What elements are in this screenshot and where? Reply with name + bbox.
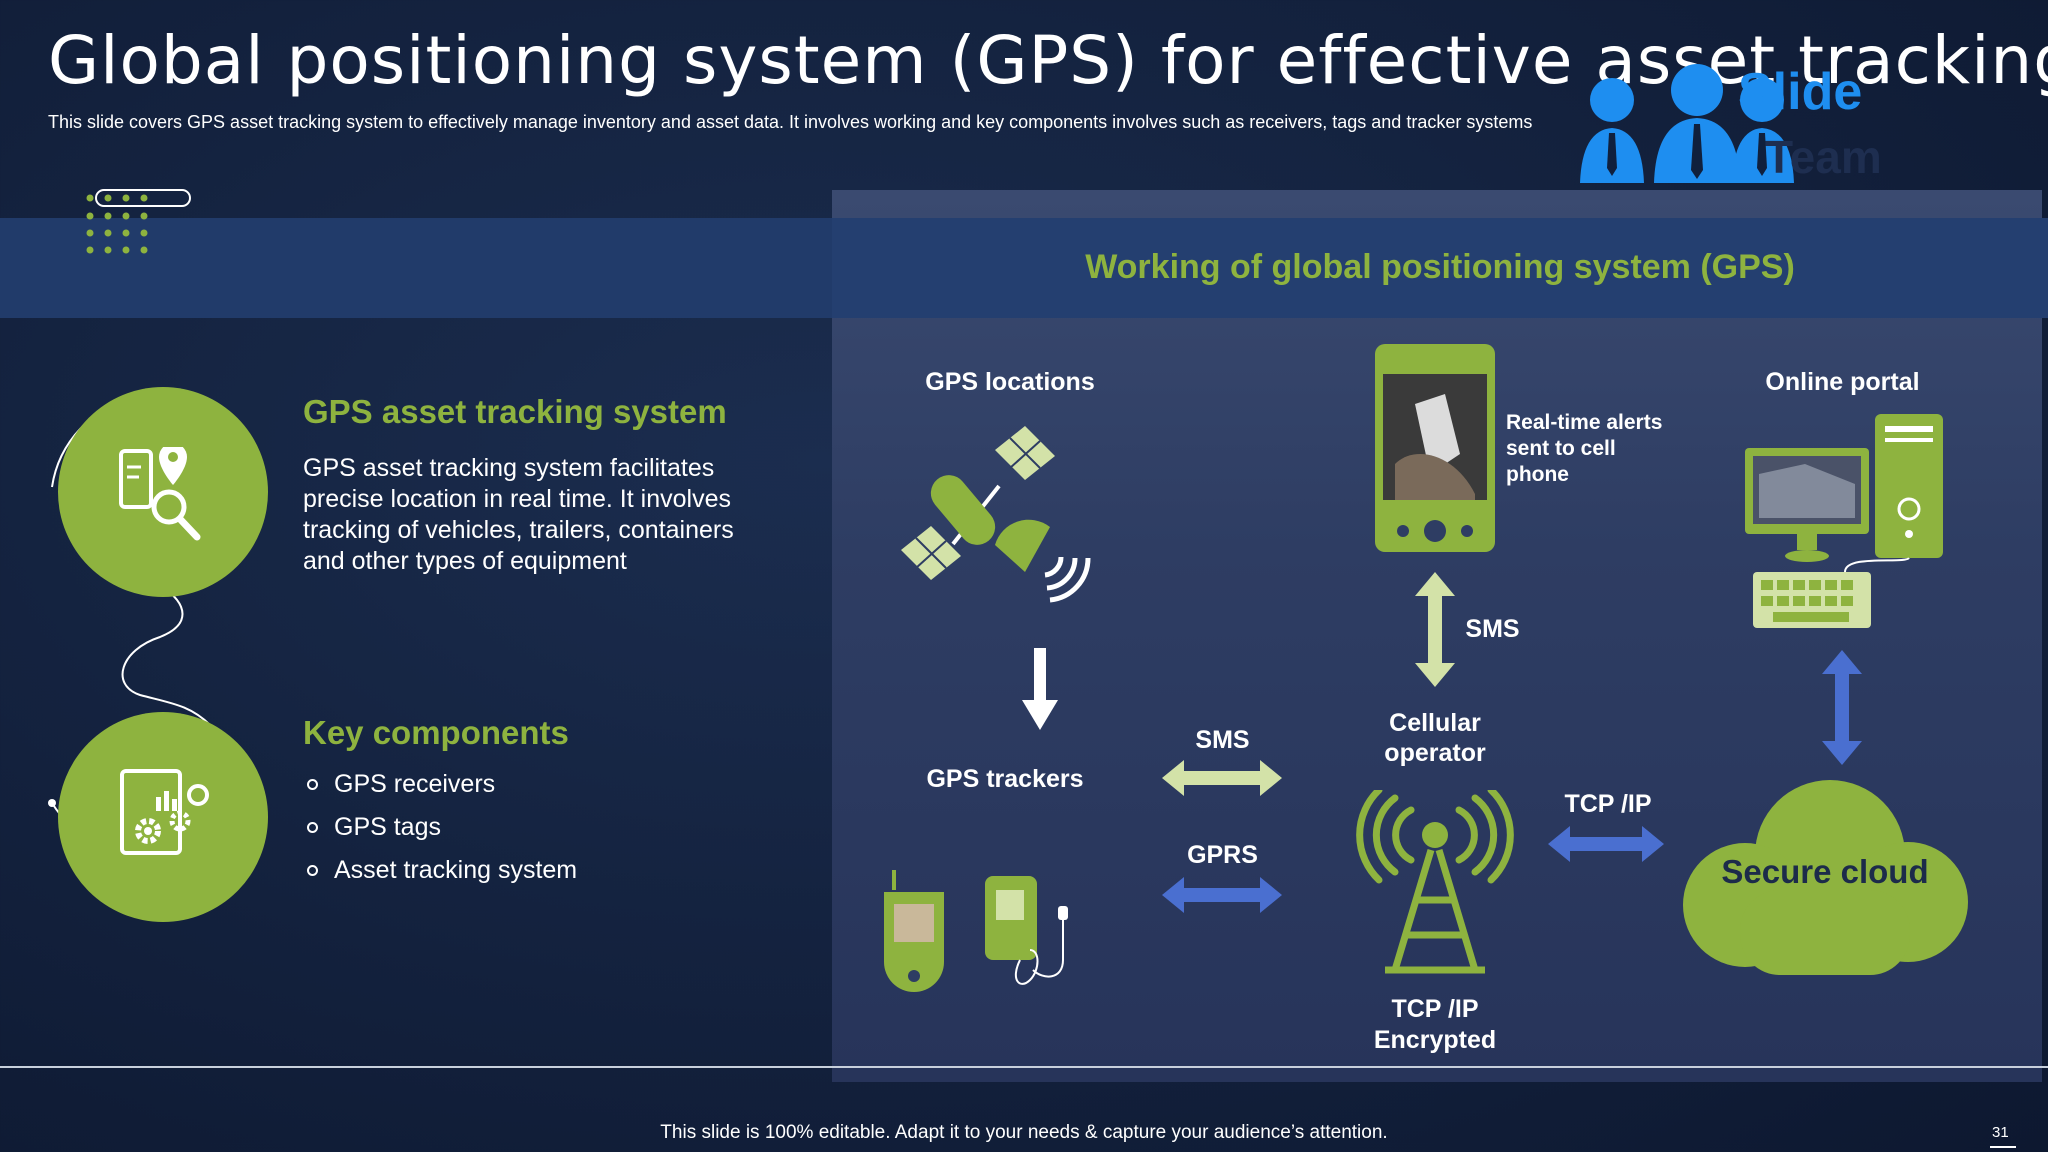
list-item: GPS receivers (303, 763, 723, 806)
gps-tracking-heading: GPS asset tracking system (303, 393, 727, 430)
slideteam-logo-icon (1580, 64, 1794, 183)
bullet-ring-icon (307, 865, 318, 876)
logo-text-team: Team (1765, 131, 1882, 183)
gps-tracker-devices-icon (884, 870, 1068, 992)
bullet-ring-icon (307, 822, 318, 833)
cellular-operator-label: Cellular operator (1384, 709, 1486, 767)
sms-double-arrow-icon (1162, 760, 1282, 796)
list-item: GPS tags (303, 806, 723, 849)
sms-label-top: SMS (1465, 615, 1520, 643)
phone-location-search-icon (119, 447, 201, 541)
cloud-icon (1683, 780, 1968, 975)
gps-trackers-label: GPS trackers (926, 765, 1084, 793)
sms-vertical-arrow-icon (1415, 572, 1455, 687)
tcp-ip-encrypted-label: TCP /IP Encrypted (1373, 995, 1497, 1054)
logo-text-slide: Slide (1738, 63, 1863, 121)
secure-cloud-label: Secure cloud (1721, 853, 1929, 890)
page-subtitle: This slide covers GPS asset tracking sys… (48, 112, 1533, 132)
page-number-underline (1990, 1146, 2016, 1148)
footer-divider (0, 1066, 2048, 1068)
list-item: Asset tracking system (303, 849, 723, 892)
gprs-label: GPRS (1187, 841, 1258, 869)
real-time-alerts-label: Real-time alerts sent to cell phone (1506, 411, 1663, 486)
gps-tracking-body: GPS asset tracking system facilitates pr… (303, 454, 734, 575)
diagram-title-band (832, 218, 2048, 318)
down-arrow-icon (1022, 648, 1058, 730)
online-portal-label: Online portal (1765, 368, 1920, 396)
decorative-dots-icon (86, 189, 191, 254)
key-components-circle (58, 712, 268, 922)
tcp-ip-double-arrow-icon (1548, 826, 1664, 862)
cell-phone-icon (1375, 344, 1495, 552)
key-components-heading: Key components (303, 714, 569, 751)
desktop-computer-icon (1745, 414, 1943, 628)
cell-tower-icon (1356, 790, 1514, 974)
tcp-ip-label: TCP /IP (1564, 790, 1652, 818)
diagram-title: Working of global positioning system (GP… (1085, 248, 1795, 286)
gps-locations-label: GPS locations (925, 368, 1095, 396)
satellite-icon (901, 426, 1091, 603)
portal-cloud-vertical-arrow-icon (1822, 650, 1862, 765)
sms-label-middle: SMS (1195, 726, 1250, 754)
gprs-double-arrow-icon (1162, 877, 1282, 913)
document-gears-chart-icon (120, 769, 209, 855)
bullet-ring-icon (307, 779, 318, 790)
footer-text: This slide is 100% editable. Adapt it to… (660, 1122, 1388, 1143)
page-number: 31 (1992, 1124, 2009, 1141)
key-components-list: GPS receivers GPS tags Asset tracking sy… (303, 763, 723, 892)
